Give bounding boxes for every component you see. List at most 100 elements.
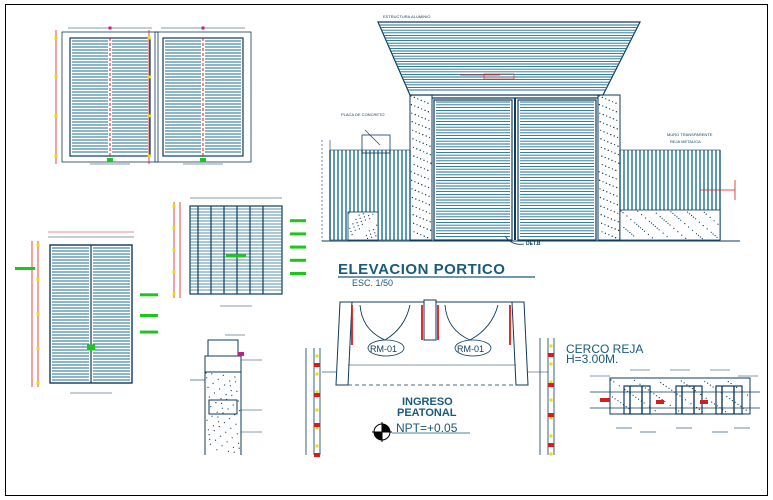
concrete-dot (638, 398, 640, 400)
concrete-dot (601, 96, 604, 98)
concrete-dot (613, 381, 615, 383)
concrete-dot (370, 233, 372, 235)
concrete-dot (423, 151, 425, 153)
concrete-dot (599, 179, 601, 181)
concrete-dot (217, 416, 219, 418)
concrete-dot (618, 385, 620, 387)
concrete-dot (239, 410, 241, 412)
plan-wall-right (511, 301, 529, 386)
concrete-dot (607, 149, 609, 151)
concrete-dot (613, 194, 615, 196)
concrete-dot (419, 225, 421, 227)
concrete-dot (415, 139, 417, 141)
concrete-dot (207, 386, 209, 388)
concrete-dot (697, 234, 700, 236)
concrete-dot (428, 119, 430, 121)
concrete-dot (658, 229, 660, 231)
concrete-dot (629, 232, 631, 234)
concrete-dot (615, 178, 617, 180)
concrete-dot (660, 382, 662, 384)
concrete-dot (616, 204, 619, 206)
concrete-dot (227, 408, 229, 410)
concrete-dot (655, 212, 657, 214)
concrete-dot (616, 128, 618, 130)
concrete-dot (422, 201, 424, 203)
concrete-dot (218, 421, 220, 423)
entrance-title-2: PEATONAL (397, 407, 457, 419)
concrete-dot (627, 230, 629, 232)
concrete-dot (683, 382, 685, 384)
concrete-dot (613, 126, 615, 129)
concrete-dot (705, 213, 707, 215)
tick-mark (549, 398, 553, 402)
concrete-dot (209, 443, 211, 445)
concrete-dot (216, 411, 218, 413)
concrete-dot (361, 223, 363, 225)
concrete-dot (215, 402, 217, 404)
concrete-dot (605, 106, 607, 108)
red-marker (548, 383, 554, 387)
concrete-dot (417, 106, 419, 108)
concrete-dot (600, 146, 603, 149)
concrete-dot (613, 202, 615, 204)
concrete-dot (676, 216, 678, 218)
concrete-dot (221, 445, 223, 447)
concrete-dot (355, 218, 357, 221)
concrete-dot (598, 95, 600, 97)
concrete-dot (715, 388, 717, 390)
concrete-dot (665, 221, 667, 223)
concrete-dot (717, 223, 719, 225)
hinge-mark (107, 158, 113, 162)
concrete-dot (644, 387, 647, 389)
concrete-dot (420, 99, 422, 101)
concrete-dot (614, 152, 616, 154)
tick-mark (54, 114, 58, 118)
tick-mark (172, 292, 176, 296)
concrete-dot (622, 404, 625, 406)
concrete-dot (416, 156, 418, 159)
concrete-dot (601, 231, 603, 233)
panel-outline (189, 205, 283, 295)
concrete-dot (617, 221, 619, 223)
concrete-dot (412, 138, 414, 140)
concrete-dot (605, 98, 607, 100)
concrete-dot (235, 381, 237, 383)
concrete-dot (348, 212, 350, 214)
concrete-dot (375, 235, 377, 237)
concrete-dot (669, 224, 671, 226)
concrete-dot (429, 154, 431, 156)
concrete-dot (698, 408, 700, 410)
concrete-dot (734, 401, 736, 403)
concrete-dot (612, 176, 614, 179)
concrete-dot (416, 224, 418, 226)
concrete-dot (606, 124, 608, 126)
concrete-dot (639, 383, 641, 385)
concrete-dot (211, 415, 213, 417)
concrete-dot (688, 226, 690, 228)
red-marker (656, 400, 664, 404)
concrete-dot (691, 214, 693, 217)
plan-wall-left (335, 301, 353, 386)
concrete-dot (692, 216, 695, 218)
concrete-dot (624, 389, 626, 391)
concrete-dot (420, 234, 422, 236)
concrete-dot (614, 219, 616, 221)
concrete-dot (707, 382, 709, 384)
concrete-dot (417, 165, 419, 167)
concrete-dot (741, 390, 743, 392)
concrete-dot (238, 447, 240, 449)
concrete-dot (416, 148, 418, 150)
concrete-dot (227, 450, 229, 452)
concrete-dot (622, 212, 624, 214)
concrete-dot (237, 400, 239, 402)
concrete-plate-label: PLACA DE CONCRETO (341, 112, 385, 117)
concrete-dot (638, 225, 640, 227)
concrete-dot (695, 233, 698, 235)
concrete-dot (632, 394, 634, 396)
concrete-dot (651, 237, 654, 239)
concrete-dot (736, 386, 738, 388)
concrete-dot (369, 218, 371, 220)
concrete-dot (599, 112, 601, 114)
concrete-dot (411, 121, 413, 123)
concrete-dot (600, 138, 602, 140)
